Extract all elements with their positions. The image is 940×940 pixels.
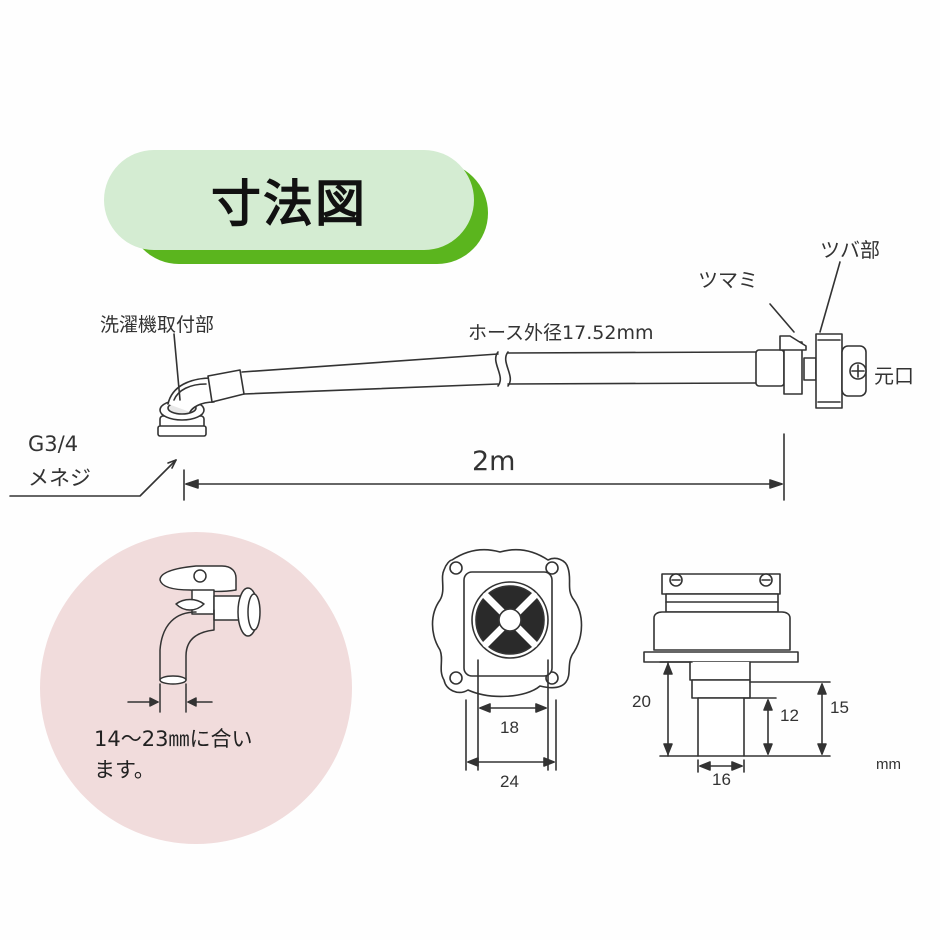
- hose-sleeve: [207, 369, 245, 403]
- unit-label: mm: [876, 756, 901, 773]
- front-inner-dim: 18: [500, 718, 519, 737]
- thread-type-label: メネジ: [28, 466, 91, 490]
- knob-label: ツマミ: [698, 268, 758, 292]
- leader-flange: [819, 261, 841, 333]
- hose-od-label: ホース外径17.52mm: [468, 322, 654, 344]
- hose-line-top: [241, 353, 499, 373]
- side-inner-dim: 12: [780, 706, 799, 725]
- flange-label: ツバ部: [820, 238, 880, 262]
- title-badge: 寸法図: [104, 150, 474, 250]
- side-height-dim: 20: [632, 692, 651, 711]
- leader-thread: [9, 459, 177, 497]
- source-label: 元口: [874, 364, 914, 388]
- side-width-dim: 16: [712, 770, 731, 789]
- faucet-fit-line-2: ます。: [94, 758, 155, 782]
- thread-size-label: G3/4: [28, 432, 79, 456]
- faucet-fit-text: 14～23㎜に合い ます。: [94, 724, 252, 786]
- length-label: 2m: [472, 446, 516, 477]
- faucet-fit-line-1: 14～23㎜に合い: [94, 727, 253, 751]
- front-outer-dim: 24: [500, 772, 519, 791]
- side-outer-dim: 15: [830, 698, 849, 717]
- front-view: [431, 548, 583, 771]
- length-dimension: [183, 433, 785, 501]
- page-title: 寸法図: [211, 175, 367, 233]
- hose-assembly: [157, 333, 867, 437]
- side-view: [643, 573, 831, 773]
- leader-knob: [769, 303, 795, 333]
- washer-fitting: [157, 377, 215, 437]
- faucet-sketch: [127, 565, 261, 713]
- tap-fitting: [755, 333, 867, 409]
- washer-mount-label: 洗濯機取付部: [100, 314, 215, 336]
- hose-line-bottom: [243, 383, 499, 395]
- leader-washer-mount: [173, 333, 181, 401]
